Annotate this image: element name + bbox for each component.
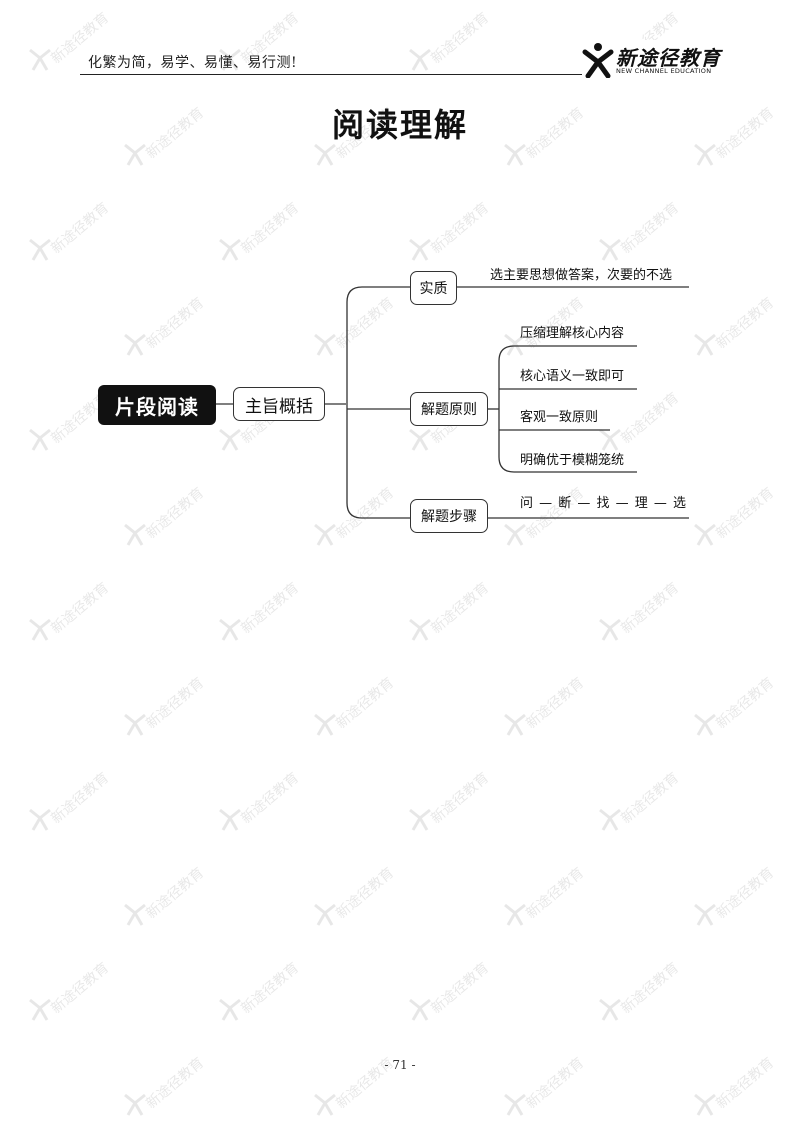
principle-leaf-text-2: 核心语义一致即可: [520, 369, 625, 384]
mindmap-main-node: 主旨概括: [233, 387, 325, 421]
branch-spine: [346, 286, 363, 519]
logo-english-name: NEW CHANNEL EDUCATION: [616, 67, 712, 75]
x-person-logo-icon: [582, 43, 614, 78]
header-slogan: 化繁为简，易学、易懂、易行测!: [88, 55, 298, 71]
page-number: - 71 -: [384, 1058, 416, 1072]
essence-leaf-text: 选主要思想做答案，次要的不选: [490, 268, 673, 283]
branch-node-steps: 解题步骤: [410, 499, 488, 533]
page-title: 阅读理解: [331, 106, 468, 144]
logo-chinese-name: 新途径教育: [616, 46, 721, 70]
mindmap-root-node: 片段阅读: [98, 385, 216, 425]
branch-node-principle: 解题原则: [410, 392, 488, 426]
principle-leaf-text-4: 明确优于模糊笼统: [520, 453, 625, 468]
brand-logo: 新途径教育 NEW CHANNEL EDUCATION: [582, 40, 722, 80]
principle-subspine: [498, 345, 515, 473]
header-divider: [80, 74, 720, 75]
branch-node-essence: 实质: [410, 271, 457, 305]
principle-leaf-text-3: 客观一致原则: [520, 410, 599, 425]
principle-leaf-text-1: 压缩理解核心内容: [520, 326, 625, 341]
steps-leaf-text: 问 — 断 — 找 — 理 — 选: [520, 496, 688, 511]
